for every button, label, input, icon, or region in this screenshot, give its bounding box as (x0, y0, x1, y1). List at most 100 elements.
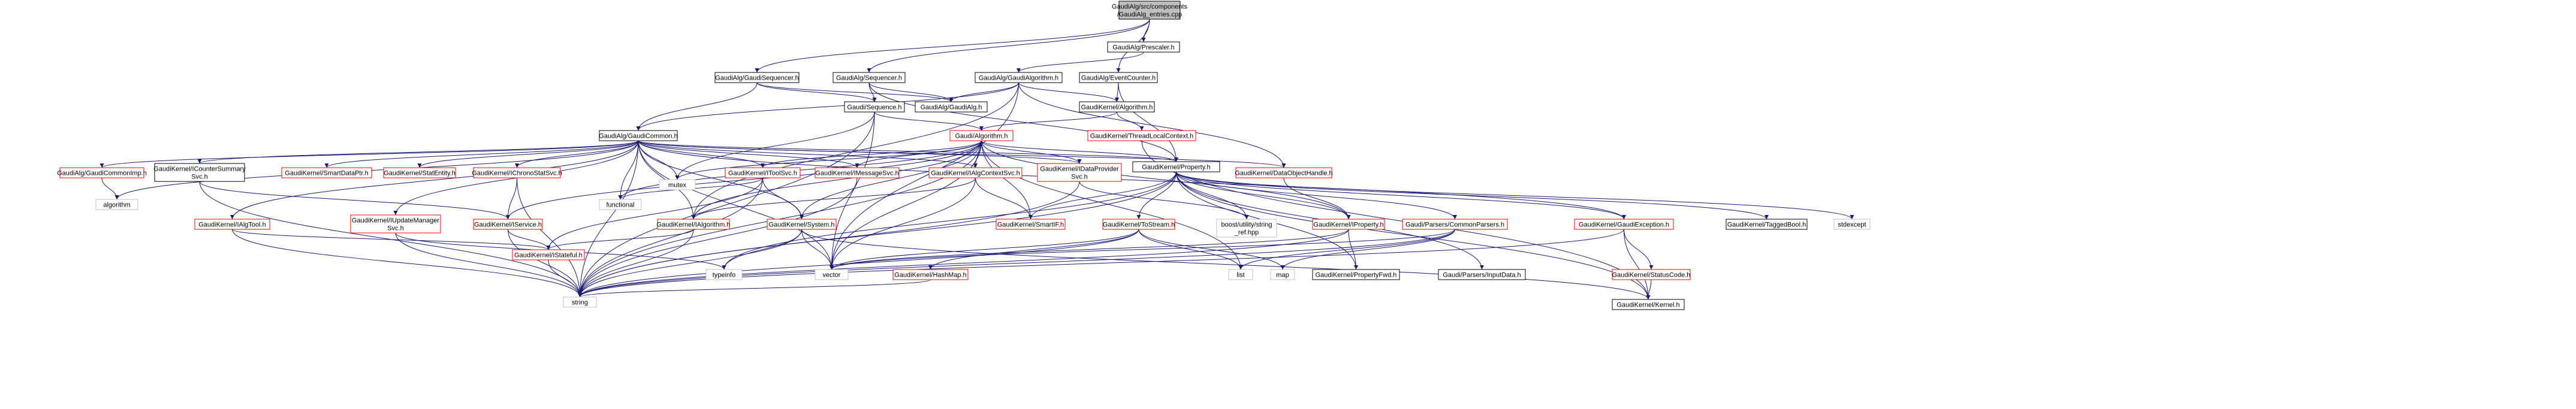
node-algContextSvc[interactable]: GaudiKernel/IAlgContextSvc.h (928, 167, 1022, 178)
edge-commonParsers-to-vector (829, 229, 1455, 270)
node-gaudiCommon[interactable]: GaudiAlg/GaudiCommon.h (599, 130, 678, 141)
node-gaudiAlg[interactable]: GaudiAlg/GaudiAlg.h (915, 101, 988, 113)
node-smartDataPtr[interactable]: GaudiKernel/SmartDataPtr.h (281, 167, 372, 178)
edge-iStateful-to-string (548, 259, 582, 298)
node-label-counterSummary-0: GaudiKernel/ICounterSummary (153, 166, 246, 173)
node-chronoStat[interactable]: GaudiKernel/IChronoStatSvc.h (472, 167, 562, 178)
edge-gaudiCommon-to-statEntity (417, 140, 639, 168)
node-iStateful[interactable]: GaudiKernel/IStateful.h (512, 249, 585, 260)
edge-gaudiCommon-to-toolSvc (638, 140, 765, 168)
node-label-threadLocal-0: GaudiKernel/ThreadLocalContext.h (1090, 133, 1193, 140)
edge-commonParsers-to-string (578, 229, 1455, 298)
edge-gaudiAlgorithm-to-iAlgorithm (691, 82, 1019, 220)
node-prescaler[interactable]: GaudiAlg/Prescaler.h (1107, 41, 1180, 53)
edge-commonParsers-to-list (1238, 229, 1455, 270)
node-smartIF[interactable]: GaudiKernel/SmartIF.h (996, 219, 1066, 230)
node-propertyFwd[interactable]: GaudiKernel/PropertyFwd.h (1312, 269, 1400, 280)
node-label-gaudiAlgorithmH-0: Gaudi/Algorithm.h (955, 133, 1008, 140)
node-kernelAlgorithm[interactable]: GaudiKernel/Algorithm.h (1079, 101, 1155, 113)
node-label-functional-0: functional (606, 202, 634, 209)
node-box-gaudiSequencer (714, 72, 800, 83)
node-taggedBool[interactable]: GaudiKernel/TaggedBool.h (1726, 219, 1808, 230)
node-iAlgorithm[interactable]: GaudiKernel/IAlgorithm.h (657, 219, 731, 230)
edge-gaudiCommon-to-algContextSvc (638, 140, 978, 168)
node-label-statEntity-0: GaudiKernel/StatEntity.h (384, 170, 456, 177)
node-hashMap[interactable]: GaudiKernel/HashMap.h (892, 269, 969, 280)
edge-property-to-commonParsers (1176, 171, 1457, 220)
edge-gaudiCommon-to-commonImp (99, 140, 639, 168)
edge-gaudiAlgorithmH-to-toolSvc (761, 140, 982, 168)
node-commonImp[interactable]: GaudiAlg/GaudiCommonImp.h (57, 167, 147, 178)
node-gaudiException[interactable]: GaudiKernel/GaudiException.h (1574, 219, 1674, 230)
edge-gaudiAlgorithmH-to-functional (618, 140, 982, 200)
node-label-list-0: list (1236, 272, 1244, 279)
edge-gaudiAlgorithmH-to-dataProvider (981, 140, 1082, 164)
node-kernelIProperty[interactable]: GaudiKernel/IProperty.h (1312, 219, 1385, 230)
node-gaudiSequencer[interactable]: GaudiAlg/GaudiSequencer.h (714, 72, 800, 83)
node-toolSvc[interactable]: GaudiKernel/IToolSvc.h (725, 167, 801, 178)
node-threadLocal[interactable]: GaudiKernel/ThreadLocalContext.h (1087, 130, 1196, 141)
edge-toStream-to-string (578, 229, 1139, 298)
node-inputData[interactable]: Gaudi/Parsers/InputData.h (1438, 269, 1526, 280)
node-algorithmStd: algorithm (95, 199, 138, 210)
node-label-iStateful-0: GaudiKernel/IStateful.h (514, 252, 583, 259)
edge-commonImp-to-algorithmStd (101, 177, 119, 200)
node-dataObjectHandle[interactable]: GaudiKernel/DataObjectHandle.h (1235, 167, 1333, 178)
node-box-dataObjectHandle (1235, 167, 1332, 178)
node-property[interactable]: GaudiKernel/Property.h (1132, 161, 1220, 172)
node-box-kernelIProperty (1312, 219, 1385, 230)
edge-gaudiSequence-to-vector (829, 111, 875, 270)
node-box-propertyFwd (1312, 269, 1400, 280)
edge-gaudiAlgorithmH-to-iAlgorithm (691, 140, 982, 220)
node-gaudiAlgorithmH[interactable]: Gaudi/Algorithm.h (949, 130, 1013, 141)
edge-counterSummary-to-iService (199, 181, 510, 220)
node-messageSvc[interactable]: GaudiKernel/IMessageSvc.h (815, 167, 900, 178)
node-iService[interactable]: GaudiKernel/IService.h (473, 219, 543, 230)
edge-eventCounter-to-kernelAlgorithm (1115, 82, 1120, 102)
node-box-root (1118, 1, 1181, 20)
node-box-iService (473, 219, 543, 230)
node-statusCode[interactable]: GaudiKernel/StatusCode.h (1612, 269, 1691, 280)
node-toStream[interactable]: GaudiKernel/ToStream.h (1102, 219, 1175, 230)
edge-gaudiException-to-kernel (1624, 229, 1651, 300)
node-sequencer[interactable]: GaudiAlg/Sequencer.h (832, 72, 906, 83)
node-box-property (1132, 161, 1220, 172)
node-algTool[interactable]: GaudiKernel/IAlgTool.h (194, 219, 270, 230)
node-gaudiSequence[interactable]: Gaudi/Sequence.h (844, 101, 905, 113)
edge-kernelIProperty-to-propertyFwd (1348, 229, 1358, 270)
edge-system-to-string (578, 229, 802, 298)
edge-gaudiCommon-to-functional (618, 140, 639, 200)
node-label-kernel-0: GaudiKernel/Kernel.h (1616, 302, 1679, 309)
node-statEntity[interactable]: GaudiKernel/StatEntity.h (383, 167, 456, 178)
node-eventCounter[interactable]: GaudiAlg/EventCounter.h (1079, 72, 1158, 83)
node-label-prescaler-0: GaudiAlg/Prescaler.h (1112, 44, 1174, 51)
node-label-smartIF-0: GaudiKernel/SmartIF.h (997, 222, 1064, 229)
node-label-messageSvc-0: GaudiKernel/IMessageSvc.h (815, 170, 898, 177)
edge-property-to-taggedBool (1176, 171, 1769, 220)
node-label-stdexcept-0: stdexcept (1838, 222, 1866, 229)
node-gaudiAlgorithm[interactable]: GaudiAlg/GaudiAlgorithm.h (975, 72, 1063, 83)
node-label-system-0: GaudiKernel/System.h (768, 222, 834, 229)
node-system[interactable]: GaudiKernel/System.h (767, 219, 837, 230)
edge-gaudiAlgorithmH-to-property (981, 140, 1178, 162)
node-map: map (1270, 269, 1295, 280)
node-label-gaudiException-0: GaudiKernel/GaudiException.h (1579, 222, 1669, 229)
node-label-string-0: string (572, 299, 588, 307)
node-kernel[interactable]: GaudiKernel/Kernel.h (1612, 299, 1685, 310)
edge-gaudiAlgorithmH-to-mutex (675, 140, 982, 180)
node-box-gaudiException (1574, 219, 1674, 230)
node-commonParsers[interactable]: Gaudi/Parsers/CommonParsers.h (1402, 219, 1508, 230)
node-box-gaudiCommon (599, 130, 678, 141)
node-box-gaudiAlg (915, 101, 988, 113)
node-label-typeinfo-0: typeinfo (713, 272, 736, 279)
edge-sequencer-to-gaudiAlg (868, 82, 954, 102)
node-box-sequencer (832, 72, 906, 83)
edge-prescaler-to-gaudiAlgorithm (1016, 51, 1144, 73)
node-box-chronoStat (473, 167, 561, 178)
node-box-iAlgorithm (657, 219, 730, 230)
node-root[interactable]: GaudiAlg/src/components/GaudiAlg_entries… (1112, 1, 1187, 20)
node-box-kernelAlgorithm (1079, 101, 1155, 113)
